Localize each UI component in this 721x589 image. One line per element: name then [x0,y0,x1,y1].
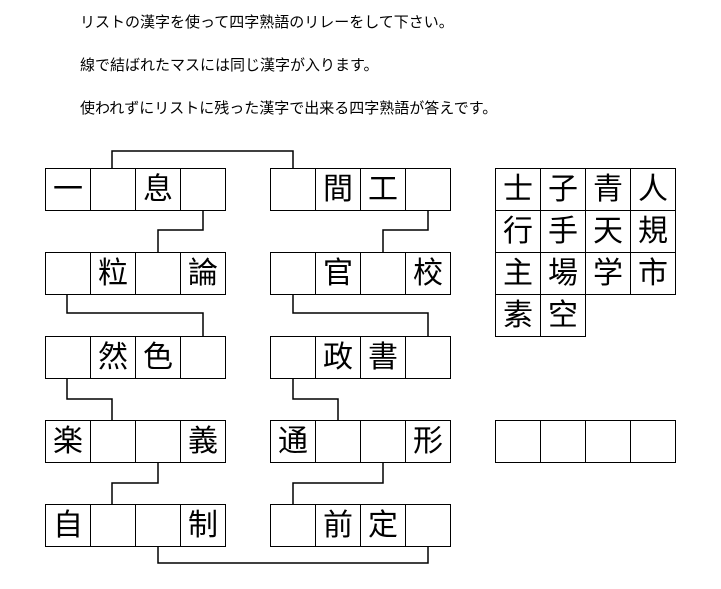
puzzle-cell[interactable]: 校 [405,252,451,295]
puzzle-cell[interactable] [405,504,451,547]
connector-line [157,211,204,253]
connector-line [111,463,159,505]
puzzle-cell[interactable]: 間 [315,168,361,211]
connector-line [292,295,429,337]
puzzle-cell[interactable] [360,420,406,463]
kanji-list-cell[interactable]: 士 [495,168,541,211]
kanji-list-cell[interactable]: 人 [630,168,676,211]
puzzle-cell[interactable]: 息 [135,168,181,211]
connector-line [157,547,429,564]
right-grid-3: 政 書 [270,336,451,379]
kanji-list-cell[interactable]: 素 [495,294,541,337]
puzzle-cell[interactable]: 政 [315,336,361,379]
connector-line [66,379,113,421]
puzzle-cell[interactable]: 義 [180,420,226,463]
puzzle-cell[interactable] [135,504,181,547]
answer-cell[interactable] [495,420,541,463]
kanji-list-cell[interactable]: 子 [540,168,586,211]
kanji-list-cell[interactable]: 手 [540,210,586,253]
puzzle-cell[interactable]: 自 [45,504,91,547]
puzzle-cell[interactable] [180,336,226,379]
kanji-list-cell[interactable]: 規 [630,210,676,253]
puzzle-cell[interactable]: 前 [315,504,361,547]
connector-line [292,463,384,505]
kanji-list-cell[interactable]: 主 [495,252,541,295]
puzzle-cell[interactable] [180,168,226,211]
puzzle-cell[interactable] [270,252,316,295]
puzzle-cell[interactable] [45,336,91,379]
kanji-list-row: 素 空 [495,294,676,337]
puzzle-cell[interactable] [90,504,136,547]
kanji-list-row: 士 子 青 人 [495,168,676,211]
answer-grid [495,420,676,463]
kanji-list-row: 行 手 天 規 [495,210,676,253]
puzzle-cell[interactable] [360,252,406,295]
left-grid-4: 楽 義 [45,420,226,463]
puzzle-cell[interactable]: 書 [360,336,406,379]
instruction-1: リストの漢字を使って四字熟語のリレーをして下さい。 [80,13,454,31]
puzzle-cell[interactable]: 形 [405,420,451,463]
puzzle-cell[interactable] [45,252,91,295]
puzzle-cell[interactable]: 官 [315,252,361,295]
connector-line [111,150,294,169]
right-grid-1: 間 工 [270,168,451,211]
puzzle-cell[interactable]: 楽 [45,420,91,463]
puzzle-cell[interactable] [315,420,361,463]
puzzle-cell[interactable]: 一 [45,168,91,211]
puzzle-cell[interactable] [405,336,451,379]
kanji-list: 士 子 青 人 行 手 天 規 主 場 学 市 素 空 [495,168,676,337]
puzzle-cell[interactable]: 論 [180,252,226,295]
left-grid-2: 粒 論 [45,252,226,295]
kanji-list-cell[interactable]: 行 [495,210,541,253]
answer-cell[interactable] [630,420,676,463]
puzzle-cell[interactable] [90,168,136,211]
kanji-list-cell[interactable]: 天 [585,210,631,253]
puzzle-cell[interactable]: 工 [360,168,406,211]
puzzle-cell[interactable] [270,336,316,379]
puzzle-cell[interactable] [135,420,181,463]
puzzle-cell[interactable]: 然 [90,336,136,379]
puzzle-cell[interactable]: 通 [270,420,316,463]
kanji-list-row: 主 場 学 市 [495,252,676,295]
puzzle-cell[interactable] [270,504,316,547]
right-grid-5: 前 定 [270,504,451,547]
connector-line [66,295,204,337]
instruction-2: 線で結ばれたマスには同じ漢字が入ります。 [80,56,379,74]
right-grid-4: 通 形 [270,420,451,463]
puzzle-cell[interactable] [90,420,136,463]
answer-cell[interactable] [540,420,586,463]
puzzle-cell[interactable]: 定 [360,504,406,547]
puzzle-cell[interactable] [135,252,181,295]
kanji-list-cell[interactable]: 空 [540,294,586,337]
kanji-list-cell[interactable]: 市 [630,252,676,295]
left-grid-1: 一 息 [45,168,226,211]
instruction-3: 使われずにリストに残った漢字で出来る四字熟語が答えです。 [80,99,498,117]
left-grid-3: 然 色 [45,336,226,379]
connector-line [292,379,339,421]
kanji-list-cell[interactable]: 青 [585,168,631,211]
left-grid-5: 自 制 [45,504,226,547]
puzzle-cell[interactable] [270,168,316,211]
answer-cell[interactable] [585,420,631,463]
puzzle-cell[interactable]: 粒 [90,252,136,295]
right-grid-2: 官 校 [270,252,451,295]
puzzle-cell[interactable]: 色 [135,336,181,379]
kanji-list-cell[interactable]: 場 [540,252,586,295]
puzzle-cell[interactable] [405,168,451,211]
connector-line [382,211,429,253]
kanji-list-cell[interactable]: 学 [585,252,631,295]
puzzle-cell[interactable]: 制 [180,504,226,547]
